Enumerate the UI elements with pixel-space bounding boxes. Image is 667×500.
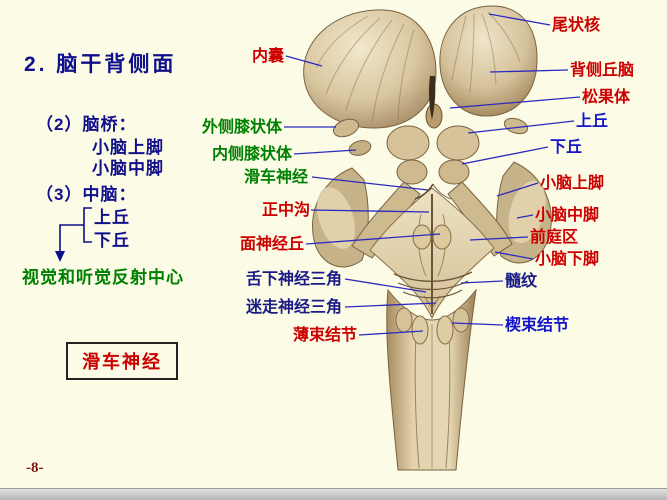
reflex-center-note: 视觉和听觉反射中心 — [22, 268, 184, 287]
label-medial-geniculate-body: 内侧膝状体 — [212, 146, 293, 163]
outline-pons-item-superior-peduncle: 小脑上脚 — [92, 138, 164, 157]
label-dorsal-thalamus: 背侧丘脑 — [570, 62, 635, 79]
page-title: 2. 脑干背侧面 — [24, 53, 177, 76]
trochlear-nerve-box: 滑车神经 — [66, 342, 178, 380]
outline-midbrain-item-inferior-colliculus: 下丘 — [94, 231, 130, 250]
label-trochlear-nerve: 滑车神经 — [244, 169, 309, 186]
label-inferior-colliculus: 下丘 — [550, 139, 583, 156]
outline-midbrain-item-superior-colliculus: 上丘 — [94, 208, 130, 227]
label-superior-colliculus: 上丘 — [576, 113, 609, 130]
page-number: -8- — [26, 460, 44, 476]
label-vestibular-area: 前庭区 — [530, 229, 579, 246]
label-superior-cerebellar-peduncle: 小脑上脚 — [540, 175, 605, 192]
arrowhead-down-icon — [55, 251, 65, 262]
outline-pons-item-middle-peduncle: 小脑中脚 — [92, 159, 164, 178]
bottom-bar — [0, 488, 667, 500]
label-median-sulcus: 正中沟 — [262, 202, 311, 219]
outline-bracket-arrow — [59, 207, 92, 252]
label-inferior-cerebellar-peduncle: 小脑下脚 — [535, 251, 600, 268]
label-striae-medullares: 髓纹 — [505, 273, 538, 290]
outline-midbrain-heading: （3）中脑： — [36, 185, 137, 204]
label-gracile-tubercle: 薄束结节 — [293, 327, 358, 344]
label-facial-colliculus: 面神经丘 — [240, 236, 305, 253]
label-vagal-triangle: 迷走神经三角 — [246, 299, 343, 316]
label-pineal-body: 松果体 — [582, 89, 631, 106]
label-lateral-geniculate-body: 外侧膝状体 — [202, 119, 283, 136]
label-hypoglossal-triangle: 舌下神经三角 — [246, 271, 343, 288]
label-cuneate-tubercle: 楔束结节 — [505, 317, 570, 334]
outline-pons-heading: （2）脑桥： — [36, 115, 137, 134]
label-caudate-nucleus: 尾状核 — [552, 17, 601, 34]
label-middle-cerebellar-peduncle: 小脑中脚 — [535, 207, 600, 224]
label-internal-capsule: 内囊 — [252, 48, 285, 65]
